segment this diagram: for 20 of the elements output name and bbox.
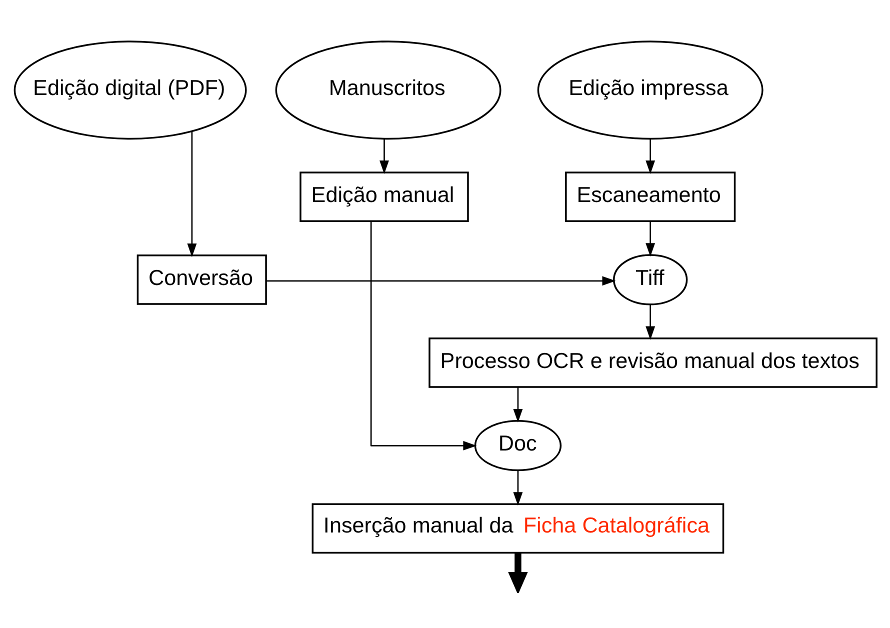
node-ellipse: Doc [474,420,562,471]
node-ellipse: Tiff [612,254,688,305]
node-ellipse: Manuscritos [274,40,501,140]
arrow [512,386,522,422]
arrow [370,220,476,450]
arrow [645,304,655,340]
arrow [186,131,196,257]
node-box: Edição manual [299,171,468,222]
node-box: Processo OCR e revisão manual dos textos [428,336,877,388]
arrow [645,220,655,256]
arrow [508,552,528,592]
node-box: Escaneamento [564,171,736,222]
node-ellipse: Edição impressa [536,40,763,140]
arrow [512,470,522,506]
arrow [645,138,655,174]
arrow [379,138,388,174]
node-ellipse: Edição digital (PDF) [13,40,246,140]
node-box: Inserção manual da Ficha Catalográfica [311,502,724,554]
node-box: Conversão [136,254,266,304]
arrow [266,276,616,286]
